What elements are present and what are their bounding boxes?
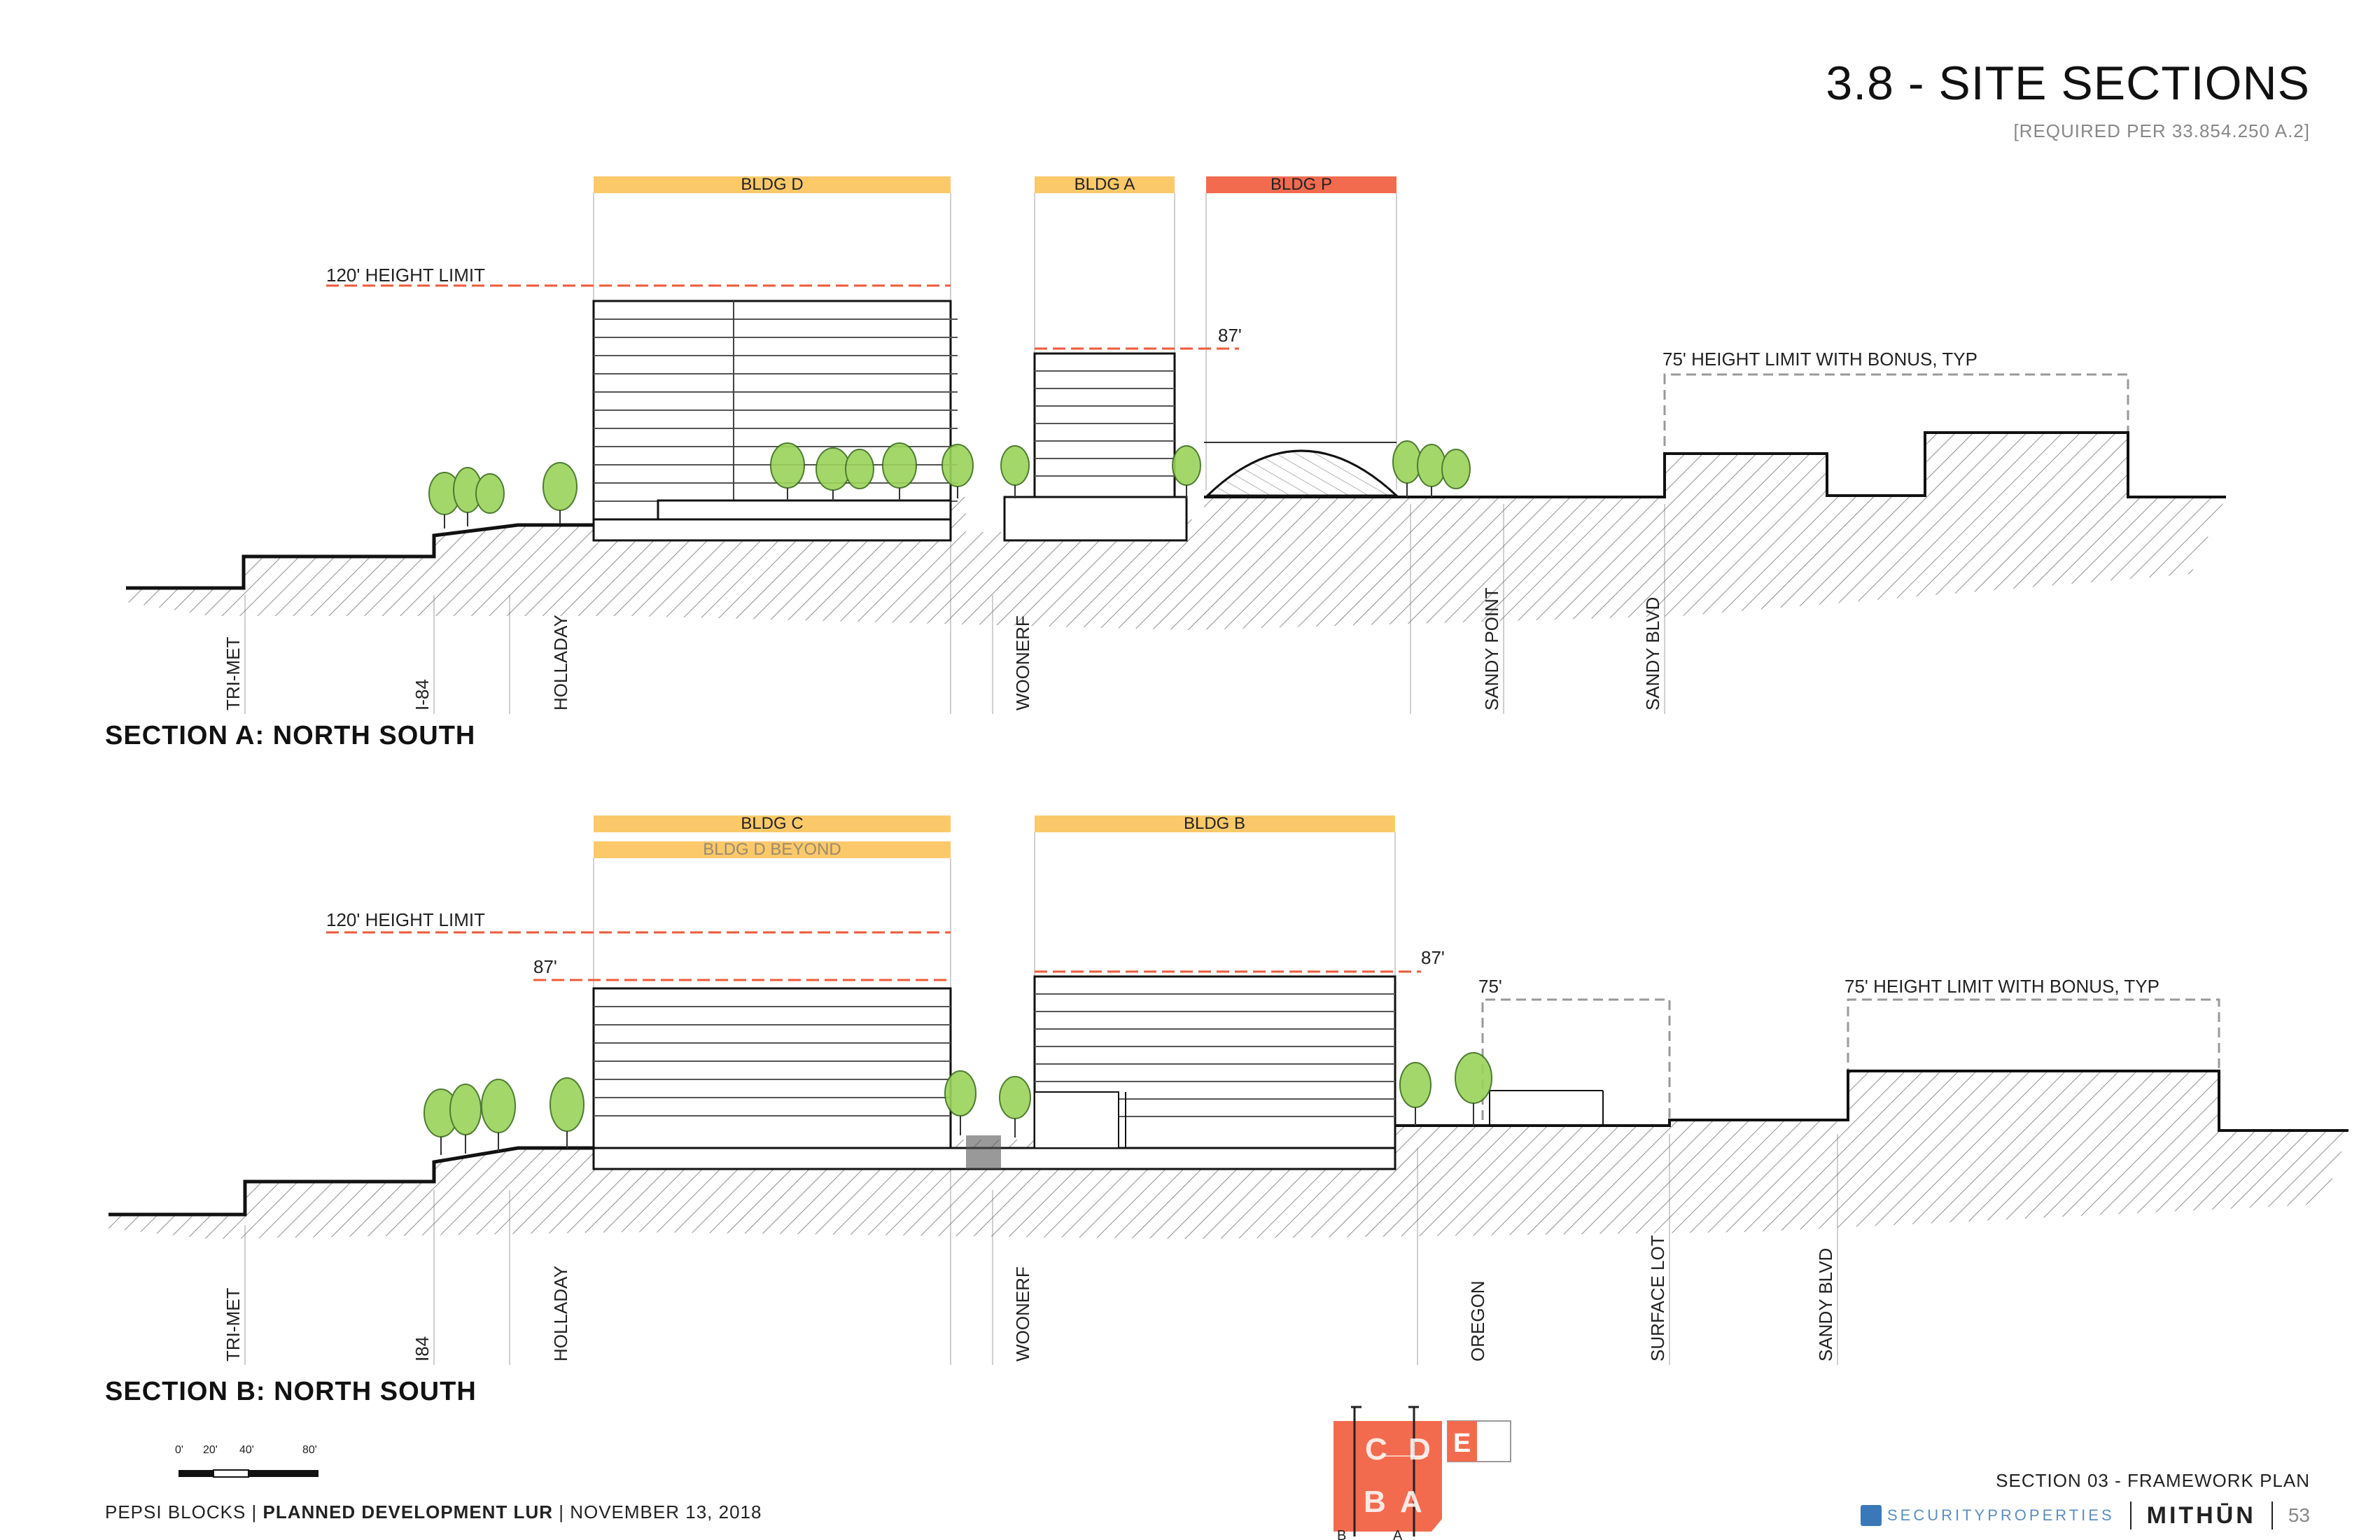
bonus-limit-label: 75' HEIGHT LIMIT WITH BONUS, TYP xyxy=(1662,349,1977,370)
height-limit-120-label: 120' HEIGHT LIMIT xyxy=(326,265,485,286)
height-87-left-label: 87' xyxy=(533,956,557,977)
street-sandy-point-a: SANDY POINT xyxy=(1481,587,1502,710)
bldg-b-label: BLDG B xyxy=(1184,814,1245,833)
scale-bar xyxy=(178,1469,318,1478)
scale-label-20: 20' xyxy=(203,1444,218,1456)
key-letter-a: A xyxy=(1400,1485,1422,1519)
street-surface-lot-b: SURFACE LOT xyxy=(1647,1235,1668,1362)
bldg-d-bar xyxy=(594,176,951,193)
footer-project-info: PEPSI BLOCKS | PLANNED DEVELOPMENT LUR |… xyxy=(105,1502,762,1522)
bldg-a-mass xyxy=(1033,352,1176,498)
street-tri-met-b: TRI-MET xyxy=(223,1287,244,1362)
footer-logos: SECURITYPROPERTIES MITHŪN 53 xyxy=(1860,1498,2310,1533)
scale-label-0: 0' xyxy=(175,1444,183,1456)
bldg-b-bar xyxy=(1035,816,1395,832)
scale-label-40: 40' xyxy=(239,1444,254,1456)
security-properties-logo: SECURITYPROPERTIES xyxy=(1860,1505,2115,1526)
street-i84-b: I84 xyxy=(412,1336,433,1362)
key-letter-c: C xyxy=(1365,1432,1387,1466)
scale-label-80: 80' xyxy=(302,1444,317,1456)
security-properties-icon xyxy=(1860,1505,1882,1526)
footer-project: PEPSI BLOCKS xyxy=(105,1502,246,1522)
footer-date: NOVEMBER 13, 2018 xyxy=(570,1502,762,1522)
page-number: 53 xyxy=(2288,1504,2310,1526)
street-sandy-blvd-b: SANDY BLVD xyxy=(1815,1248,1836,1362)
bldg-d-beyond-label: BLDG D BEYOND xyxy=(703,840,841,859)
bonus-limit-label-b: 75' HEIGHT LIMIT WITH BONUS, TYP xyxy=(1844,976,2160,997)
footer-section: SECTION 03 - FRAMEWORK PLAN xyxy=(1996,1470,2310,1491)
height-87-right-label: 87' xyxy=(1421,947,1445,968)
section-a-label: SECTION A: NORTH SOUTH xyxy=(105,721,476,750)
bldg-c-bar xyxy=(594,816,951,832)
page-number-divider xyxy=(2271,1502,2273,1530)
street-i84-a: I-84 xyxy=(412,679,433,710)
section-a-drawing: BLDG D BLDG A BLDG P 120' HEIGHT LIMIT 8… xyxy=(126,175,2226,714)
page-subtitle: [REQUIRED PER 33.854.250 A.2] xyxy=(2013,120,2310,141)
footer-document: PLANNED DEVELOPMENT LUR xyxy=(262,1502,553,1522)
height-75-label: 75' xyxy=(1478,976,1502,997)
security-properties-text: SECURITYPROPERTIES xyxy=(1886,1506,2115,1524)
bldg-p-bar xyxy=(1206,176,1396,193)
bldg-d-label: BLDG D xyxy=(741,175,803,194)
logo-divider xyxy=(2129,1502,2132,1530)
mithun-logo: MITHŪN xyxy=(2146,1502,2256,1529)
bldg-a-bar xyxy=(1035,176,1175,193)
key-axis-b: B xyxy=(1337,1528,1346,1540)
height-limit-120-label-b: 120' HEIGHT LIMIT xyxy=(326,909,485,930)
street-holladay-a: HOLLADAY xyxy=(550,615,571,710)
bldg-d-beyond-bar xyxy=(594,841,951,858)
section-b-label: SECTION B: NORTH SOUTH xyxy=(105,1377,477,1406)
street-holladay-b: HOLLADAY xyxy=(550,1266,571,1362)
bldg-p-dome xyxy=(1205,449,1399,497)
key-letter-e: E xyxy=(1453,1429,1471,1458)
bldg-a-label: BLDG A xyxy=(1074,175,1135,194)
key-letter-b: B xyxy=(1364,1485,1386,1519)
bldg-c-mass xyxy=(592,987,952,1149)
key-map: C D B A E B A xyxy=(1334,1406,1511,1540)
street-woonerf-a: WOONERF xyxy=(1012,615,1033,710)
section-b-drawing: BLDG C BLDG D BEYOND BLDG B 120' HEIGHT … xyxy=(108,814,2348,1365)
street-tri-met-a: TRI-MET xyxy=(223,636,244,710)
key-letter-d: D xyxy=(1408,1432,1431,1466)
bldg-p-label: BLDG P xyxy=(1270,175,1332,194)
page-title: 3.8 - SITE SECTIONS xyxy=(1826,57,2310,110)
street-oregon-b: OREGON xyxy=(1467,1280,1488,1362)
street-sandy-blvd-a: SANDY BLVD xyxy=(1642,597,1663,710)
bldg-c-label: BLDG C xyxy=(741,814,803,833)
street-woonerf-b: WOONERF xyxy=(1012,1266,1033,1362)
key-axis-a: A xyxy=(1393,1528,1403,1540)
height-87-label: 87' xyxy=(1218,325,1242,346)
